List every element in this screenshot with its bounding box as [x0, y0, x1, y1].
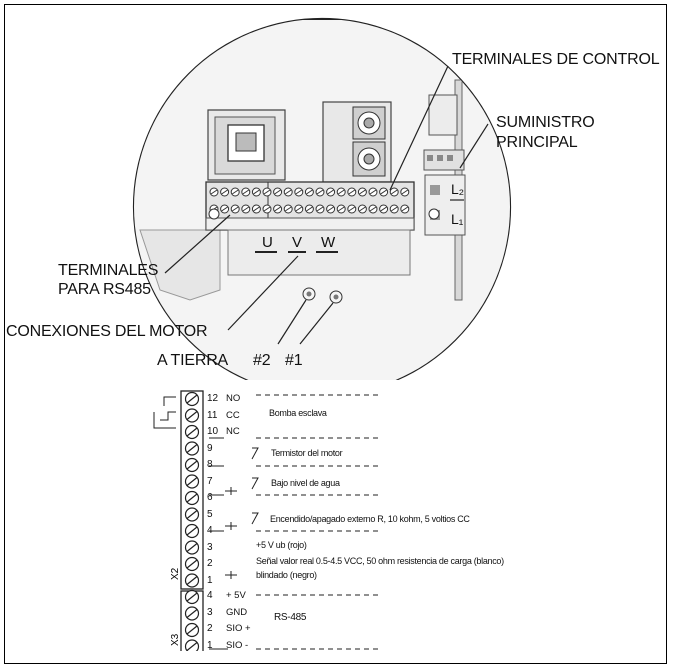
rj-jack: [207, 109, 286, 181]
terminal-signal: NC: [226, 426, 240, 437]
label-l1: L₁: [451, 211, 464, 227]
terminal-number: 12: [207, 393, 219, 404]
label-l2: L₂: [451, 181, 464, 197]
terminal-number: 5: [207, 508, 213, 520]
terminal-number: 10: [207, 426, 219, 437]
terminal-signal: SIO +: [226, 623, 251, 634]
terminal-number: 7: [207, 475, 213, 487]
motor-terminal-v: V: [292, 234, 302, 251]
ground-screws: [302, 287, 343, 304]
terminal-number: 2: [207, 623, 213, 634]
label-motor: CONEXIONES DEL MOTOR: [6, 323, 208, 340]
desc-plus5v: +5 V ub (rojo): [256, 540, 307, 550]
label-main-supply-1: SUMINISTRO: [496, 114, 595, 131]
terminal-number: 3: [207, 606, 213, 618]
leader-supply: [459, 123, 489, 169]
terminal-number: 1: [207, 639, 213, 651]
screw-terminal: [184, 639, 200, 651]
dip-switches: [322, 101, 392, 183]
desc-real-value: Señal valor real 0.5-4.5 VCC, 50 ohm res…: [256, 556, 504, 566]
terminal-signal: SIO -: [226, 639, 249, 651]
terminal-number: 8: [207, 459, 213, 470]
controller-illustration: [132, 17, 512, 380]
terminal-number: 11: [207, 409, 218, 421]
terminal-number: 9: [207, 442, 213, 454]
desc-rs485: RS-485: [274, 612, 307, 623]
x2-strip: [180, 390, 204, 590]
label-rs485-1: TERMINALES: [58, 262, 159, 279]
motor-terminal-u: U: [262, 234, 273, 251]
leader-ground1: [299, 302, 334, 345]
leader-ground2: [277, 299, 307, 345]
terminal-number: 2: [207, 558, 213, 569]
terminal-signal: NO: [226, 393, 241, 404]
terminal-signal: CC: [226, 409, 240, 421]
terminal-number: 4: [207, 590, 213, 601]
label-ground: A TIERRA: [157, 352, 229, 369]
leader-rs485: [164, 214, 231, 274]
x3-label: X3: [170, 633, 181, 646]
label-rs485-2: PARA RS485: [58, 281, 151, 298]
label-ground-1: #1: [285, 352, 303, 369]
terminal-signal: GND: [226, 606, 248, 618]
desc-slave-pump: Bomba esclava: [269, 408, 327, 418]
leader-control: [389, 65, 449, 191]
terminal-number: 3: [207, 541, 213, 553]
terminal-signal: + 5V: [226, 590, 246, 601]
wiring-diagram: X2 X3: [153, 390, 380, 651]
desc-shield: blindado (negro): [256, 570, 317, 580]
leader-motor: [227, 255, 299, 331]
desc-thermistor: Termistor del motor: [271, 448, 343, 458]
x2-label: X2: [170, 567, 181, 580]
desc-ext-on-off: Encendido/apagado externo R, 10 kohm, 5 …: [270, 514, 470, 524]
motor-terminal-w: W: [321, 234, 335, 251]
label-main-supply-2: PRINCIPAL: [496, 134, 578, 151]
label-control-terminals: TERMINALES DE CONTROL: [452, 51, 660, 68]
terminal-number: 4: [207, 525, 213, 536]
terminal-number: 6: [207, 492, 213, 503]
terminal-number: 1: [207, 574, 213, 586]
desc-low-water: Bajo nivel de agua: [271, 478, 340, 488]
label-ground-2: #2: [253, 352, 271, 369]
terminal-block: [205, 181, 415, 231]
